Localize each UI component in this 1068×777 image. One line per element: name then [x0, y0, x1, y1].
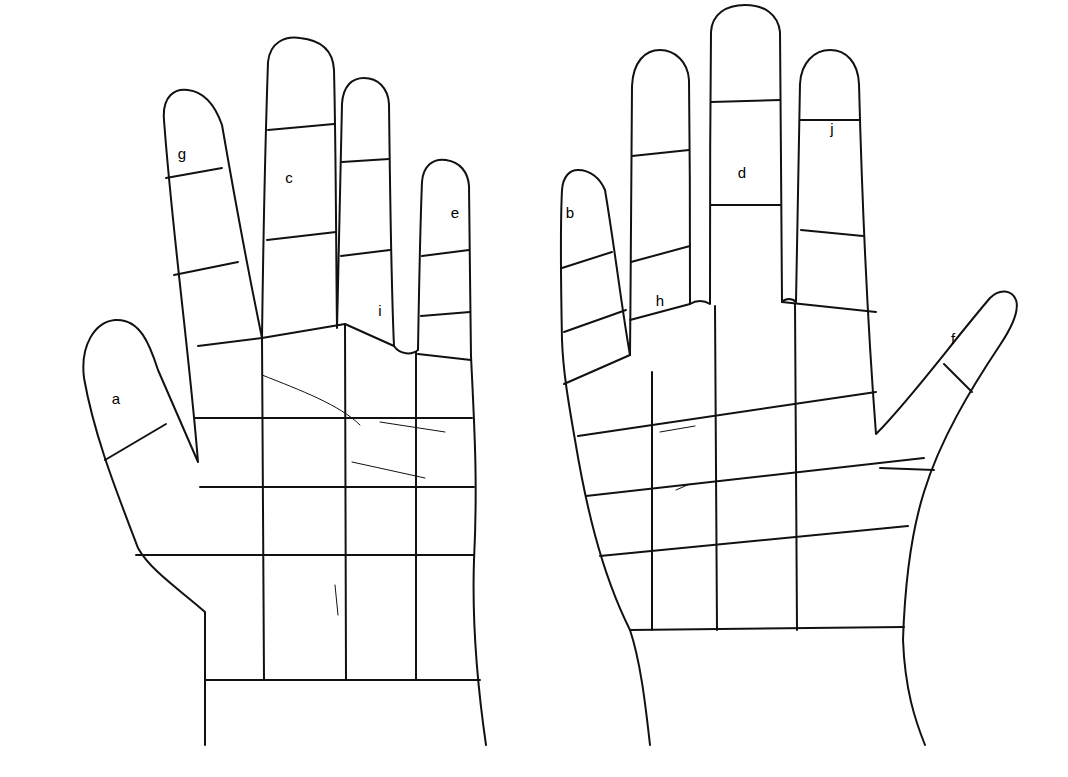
- left-finger-crease: [267, 232, 336, 240]
- right-grid-line: [586, 458, 924, 496]
- left-hand-outline: [83, 38, 486, 745]
- right-grid-line: [795, 304, 797, 630]
- letter-label: f: [951, 331, 955, 346]
- left-finger-crease: [341, 250, 390, 256]
- right-grid-line: [715, 306, 717, 630]
- right-grid-line: [578, 392, 876, 436]
- right-finger-crease: [711, 100, 780, 102]
- right-hand-outline: [561, 5, 1017, 745]
- right-finger-crease: [632, 150, 689, 156]
- left-finger-crease: [105, 424, 166, 460]
- right-finger-crease: [564, 355, 630, 384]
- right-finger-crease: [782, 302, 876, 312]
- letter-label: h: [656, 293, 664, 308]
- left-finger-crease: [422, 250, 469, 256]
- left-grid-line: [195, 417, 472, 419]
- left-finger-crease: [418, 354, 471, 360]
- left-finger-crease: [166, 168, 222, 178]
- left-finger-crease: [174, 262, 238, 275]
- palm-mark: [380, 422, 445, 432]
- left-grid-line: [200, 486, 474, 488]
- palm-mark: [262, 375, 360, 425]
- left-grid-line: [345, 324, 346, 680]
- right-finger-crease: [880, 468, 934, 470]
- palm-mark: [676, 484, 690, 490]
- right-grid-line: [630, 627, 904, 630]
- left-finger-crease: [342, 159, 389, 162]
- left-grid-line: [415, 352, 417, 680]
- left-grid-line: [205, 679, 480, 681]
- left-grid-line: [136, 554, 474, 556]
- letter-label: j: [830, 121, 833, 136]
- left-finger-crease: [198, 324, 394, 346]
- letter-label: c: [285, 170, 293, 185]
- palm-mark: [660, 426, 695, 432]
- palm-mark: [335, 585, 338, 615]
- left-finger-crease: [421, 312, 470, 316]
- left-finger-crease: [268, 124, 334, 130]
- letter-label: a: [112, 391, 120, 406]
- right-finger-crease: [631, 246, 690, 262]
- right-finger-crease: [800, 119, 859, 121]
- letter-label: b: [566, 205, 574, 220]
- letter-label: e: [451, 205, 459, 220]
- right-finger-crease: [944, 364, 972, 392]
- left-grid-line: [262, 338, 264, 680]
- right-grid-line: [651, 372, 653, 630]
- right-finger-crease: [564, 310, 626, 332]
- right-finger-crease: [562, 252, 612, 268]
- palm-mark: [352, 462, 425, 478]
- letter-label: d: [738, 165, 746, 180]
- right-finger-crease: [711, 204, 781, 206]
- right-grid-line: [600, 526, 908, 556]
- letter-label: i: [378, 303, 381, 318]
- letter-label: g: [178, 146, 186, 161]
- right-finger-crease: [801, 230, 863, 236]
